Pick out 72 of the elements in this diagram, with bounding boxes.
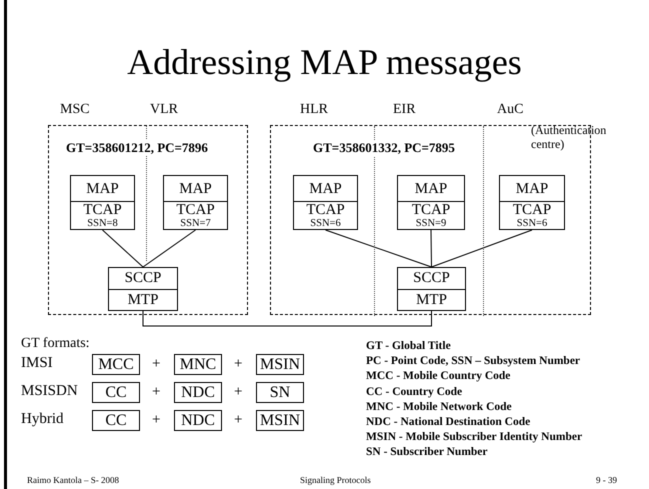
code-field-box: NDC (174, 410, 222, 431)
protocol-stack (397, 175, 465, 230)
label-text: HLR (300, 102, 328, 118)
layer-name: TCAP (83, 202, 122, 218)
code-field-box: MCC (92, 354, 140, 375)
abbreviation-definition: PC - Point Code, SSN – Subsystem Number (366, 355, 580, 368)
abbreviation-definition: MSIN - Mobile Subscriber Identity Number (366, 431, 582, 444)
abbreviation-definition: MCC - Mobile Country Code (366, 370, 510, 384)
label-text: + (234, 384, 242, 400)
layer-name: TCAP (512, 202, 552, 218)
label-text: MSC (60, 102, 90, 118)
footer-text: Raimo Kantola – S- 2008 (27, 476, 119, 486)
note-text: (Authentication centre) (531, 124, 608, 152)
code-field-box: MNC (174, 354, 222, 375)
label-text: MSISDN (21, 383, 78, 400)
label-text: + (152, 412, 160, 428)
label-text: Hybrid (21, 411, 64, 428)
subsystem-number: SSN=6 (516, 218, 548, 229)
label-text: + (152, 384, 160, 400)
address-text: GT=358601212, PC=7896 (66, 140, 208, 156)
label-text: + (234, 412, 242, 428)
connector-line (142, 230, 196, 268)
label-text: + (234, 356, 242, 372)
subsystem-number: SSN=6 (310, 218, 341, 229)
connector-line (325, 230, 432, 268)
protocol-stack (499, 175, 565, 230)
code-field-box: NDC (174, 382, 222, 403)
layer-name: MTP (128, 292, 158, 308)
layer-name: MAP (86, 180, 119, 196)
layer-name: TCAP (176, 202, 215, 218)
code-field-box: MSIN (256, 354, 304, 375)
code-field-box: MSIN (256, 410, 304, 431)
abbreviation-definition: GT - Global Title (366, 340, 451, 353)
layer-name: MAP (516, 180, 548, 196)
layer-name: TCAP (412, 202, 450, 218)
node-group (48, 125, 248, 315)
label-text: AuC (497, 102, 524, 118)
label-text: VLR (150, 102, 178, 118)
layer-name: SCCP (413, 270, 450, 286)
label-text: EIR (393, 102, 416, 118)
footer-text: Signaling Protocols (300, 476, 371, 486)
subsystem-number: SSN=9 (416, 218, 446, 229)
abbreviation-definition: SN - Subscriber Number (366, 446, 488, 460)
code-field-box: CC (92, 410, 140, 431)
footer-text: 9 - 39 (596, 476, 617, 486)
protocol-stack (293, 175, 358, 230)
connector-line (142, 310, 432, 326)
code-field-box: SN (256, 382, 304, 403)
layer-name: SCCP (124, 270, 162, 286)
protocol-stack (163, 175, 228, 230)
subsystem-number: SSN=8 (87, 218, 118, 229)
protocol-stack (397, 267, 466, 311)
label-text: IMSI (21, 355, 53, 372)
abbreviation-definition: CC - Country Code (366, 386, 462, 398)
abbreviation-definition: MNC - Mobile Network Code (366, 400, 512, 414)
layer-name: TCAP (306, 202, 345, 218)
layer-name: MAP (309, 180, 342, 196)
slide-title: Addressing MAP messages (126, 41, 523, 84)
address-text: GT=358601332, PC=7895 (313, 140, 455, 156)
code-field-box: CC (92, 382, 140, 403)
connector-line (431, 230, 532, 268)
abbreviation-definition: NDC - National Destination Code (366, 416, 530, 429)
connector-line (102, 230, 144, 268)
connector-line (430, 230, 432, 268)
layer-name: MAP (414, 180, 448, 196)
label-text: GT formats: (21, 336, 90, 352)
subsystem-number: SSN=7 (180, 218, 211, 229)
protocol-stack (70, 175, 135, 230)
label-text: + (152, 356, 160, 372)
layer-name: MAP (179, 180, 212, 196)
protocol-stack (108, 267, 178, 311)
layer-name: MTP (416, 292, 447, 308)
